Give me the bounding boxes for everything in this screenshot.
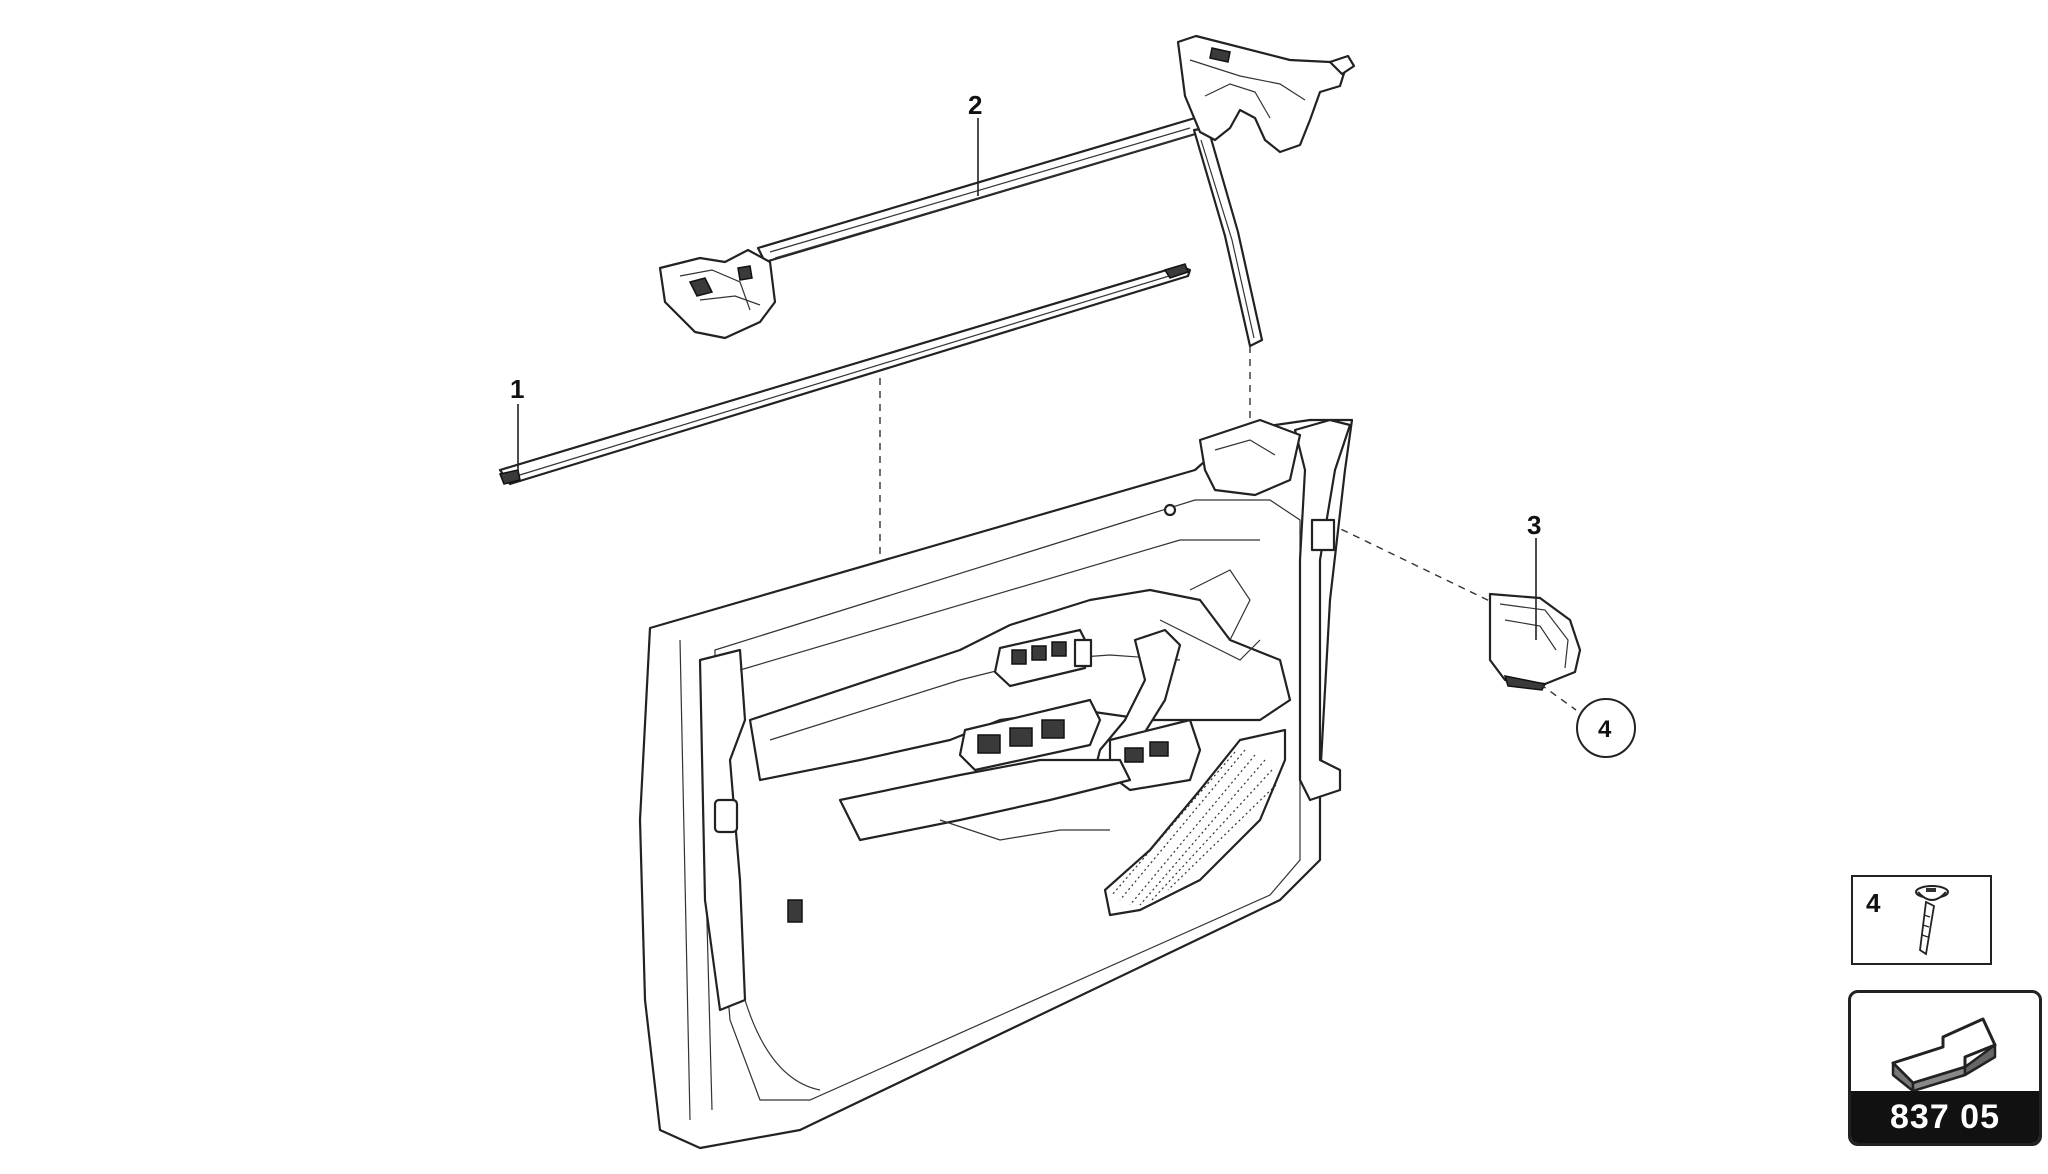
callout-3: 3 [1527, 510, 1541, 540]
reference-number: 837 05 [1851, 1091, 2039, 1143]
callout-4-circle [1576, 698, 1636, 758]
screw-icon [1915, 885, 1949, 956]
door-panel [638, 418, 1354, 1150]
callout-4: 4 [1598, 716, 1612, 743]
tweeter-cover [1488, 592, 1582, 691]
next-page-arrow-icon [1891, 1017, 1997, 1091]
screw-inset: 4 [1851, 875, 1992, 965]
callout-1: 1 [510, 374, 524, 404]
callout-2: 2 [968, 90, 982, 120]
window-frame-seal [658, 34, 1356, 348]
reference-panel[interactable]: 837 05 [1848, 990, 2042, 1146]
window-seal-strip [498, 263, 1192, 486]
inset-label: 4 [1866, 888, 1881, 918]
speaker-grille [1111, 749, 1277, 906]
